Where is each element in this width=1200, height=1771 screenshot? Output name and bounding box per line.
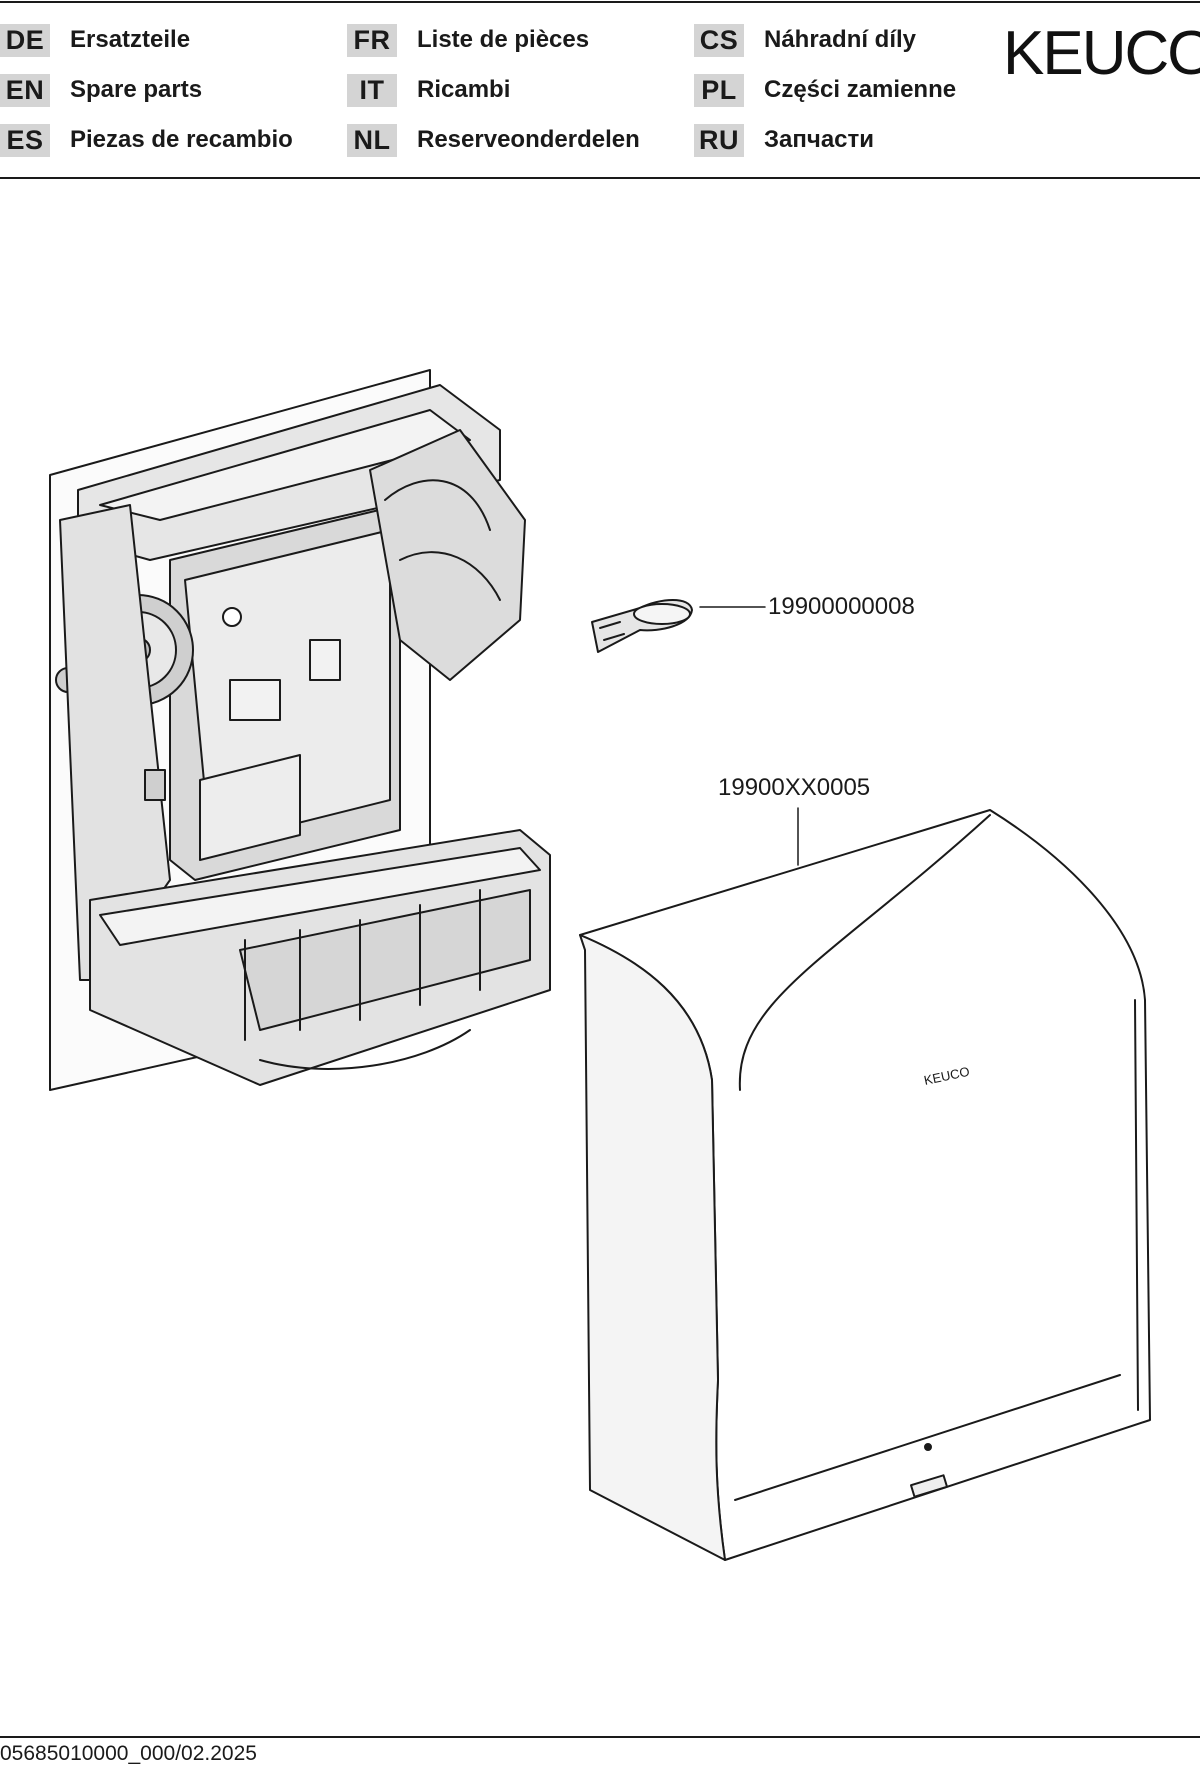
lang-row-cs: CS Náhradní díly [694, 22, 916, 58]
lang-label: Piezas de recambio [70, 126, 293, 153]
lang-code: CS [694, 23, 744, 57]
lang-code: NL [347, 123, 397, 157]
lang-row-nl: NL Reserveonderdelen [347, 122, 640, 158]
top-rule [0, 1, 1200, 3]
lang-row-pl: PL Części zamienne [694, 72, 956, 108]
lang-row-ru: RU Запчасти [694, 122, 874, 158]
lang-code: PL [694, 73, 744, 107]
lang-label: Spare parts [70, 76, 203, 103]
lang-code: RU [694, 123, 744, 157]
lang-code: DE [0, 23, 50, 57]
lang-row-fr: FR Liste de pièces [347, 22, 589, 58]
lang-code: ES [0, 123, 50, 157]
lang-row-es: ES Piezas de recambio [0, 122, 293, 158]
lang-code: FR [347, 23, 397, 57]
lang-row-en: EN Spare parts [0, 72, 202, 108]
lang-label: Liste de pièces [417, 26, 590, 53]
header-rule [0, 177, 1200, 179]
lang-label: Reserveonderdelen [417, 126, 640, 153]
lang-code: IT [347, 73, 397, 107]
part-number-key: 19900000008 [768, 593, 915, 620]
part-number-cover: 19900XX0005 [718, 774, 871, 801]
lang-label: Náhradní díly [764, 26, 917, 53]
lang-row-de: DE Ersatzteile [0, 22, 190, 58]
brand-logo: KEUCO [1003, 19, 1200, 88]
footer-rule [0, 1736, 1200, 1738]
cover-assembly [579, 809, 1151, 1561]
lang-row-it: IT Ricambi [347, 72, 510, 108]
lang-label: Części zamienne [764, 76, 957, 103]
document-code: 05685010000_000/02.2025 [0, 1742, 257, 1765]
lang-label: Запчасти [764, 126, 875, 153]
dispenser-chassis [49, 369, 551, 1091]
header: DE Ersatzteile EN Spare parts ES Piezas … [0, 0, 1200, 180]
lang-label: Ersatzteile [70, 26, 191, 53]
lang-code: EN [0, 73, 50, 107]
lang-label: Ricambi [417, 76, 511, 103]
exploded-drawing: KEUCO [49, 369, 1151, 1561]
key-tool [591, 599, 693, 653]
